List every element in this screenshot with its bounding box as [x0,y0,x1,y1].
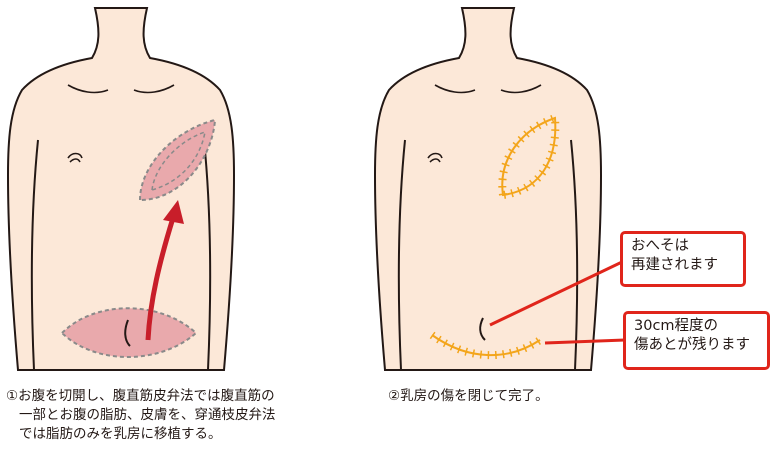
body-figure-left [8,8,234,370]
torso-right [375,8,601,370]
callout-scar: 30cm程度の 傷あとが残ります [623,311,770,370]
caption-step-1-line-1: ①お腹を切開し、腹直筋皮弁法では腹直筋の [6,387,346,406]
body-figure-right [375,8,625,370]
caption-step-1-line-2: 一部とお腹の脂肪、皮膚を、穿通枝皮弁法 [6,406,346,425]
callout-scar-line-2: 傷あとが残ります [634,336,759,355]
caption-step-2: ②乳房の傷を閉じて完了。 [388,387,748,406]
caption-step-1-line-3: では脂肪のみを乳房に移植する。 [6,425,346,444]
caption-step-1: ①お腹を切開し、腹直筋皮弁法では腹直筋の 一部とお腹の脂肪、皮膚を、穿通枝皮弁法… [6,387,346,444]
callout-navel-line-2: 再建されます [631,256,735,275]
callout-navel: おへそは 再建されます [620,231,746,287]
callout-scar-line-1: 30cm程度の [634,317,759,336]
callout-navel-line-1: おへそは [631,237,735,256]
